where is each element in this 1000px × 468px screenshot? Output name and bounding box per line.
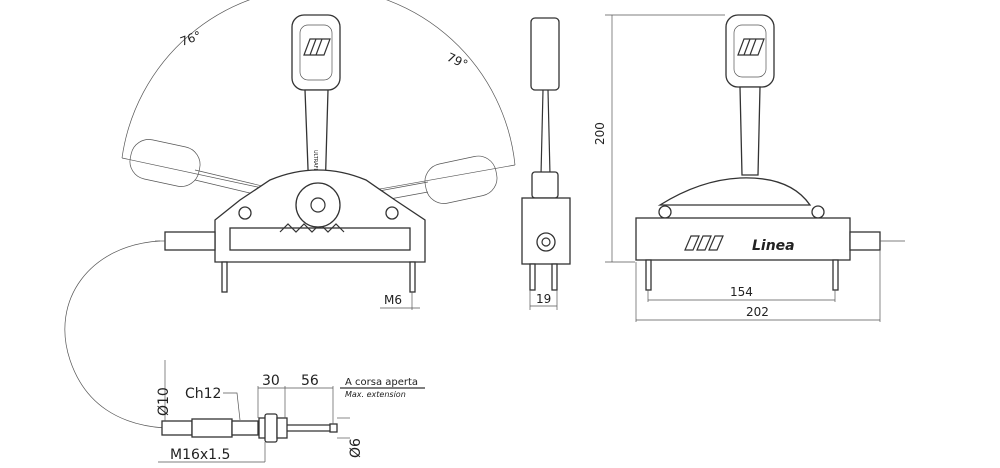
note-stroke-en: Max. extension — [345, 390, 406, 399]
rear-handle — [725, 14, 775, 88]
dim-202-label: 202 — [746, 305, 769, 319]
dim-56-label: 56 — [301, 373, 319, 389]
swing-arc — [121, 0, 516, 166]
cable-end-detail: Ø10 Ch12 30 56 A corsa aperta Max. exten… — [156, 360, 425, 463]
side-view: 19 — [521, 17, 571, 310]
front-view: 76° 79° ULTRAFLEX M6 — [64, 0, 516, 429]
dia-6-label: Ø6 — [348, 438, 364, 458]
dia-10-label: Ø10 — [156, 387, 172, 416]
cable — [64, 240, 166, 429]
rear-view: 200 Linea 154 202 — [593, 14, 905, 322]
angle-left-label: 76° — [178, 28, 203, 48]
height-200-label: 200 — [593, 122, 607, 145]
svg-text:ULTRAFLEX: ULTRAFLEX — [312, 150, 318, 178]
ch12-label: Ch12 — [185, 386, 221, 402]
side-handle — [530, 17, 560, 91]
rear-housing — [635, 217, 851, 261]
lever-handle — [291, 14, 341, 91]
brand-logo: Linea — [752, 238, 795, 254]
dim-154-label: 154 — [730, 285, 753, 299]
cable-fitting-left — [164, 231, 216, 251]
m6-label: M6 — [384, 293, 402, 307]
angle-right-label: 79° — [445, 50, 470, 72]
gear — [295, 182, 341, 228]
width-19-label: 19 — [536, 292, 551, 306]
thread-label: M16x1.5 — [170, 447, 230, 463]
dim-30-label: 30 — [262, 373, 280, 389]
note-stroke-it: A corsa aperta — [345, 377, 418, 388]
